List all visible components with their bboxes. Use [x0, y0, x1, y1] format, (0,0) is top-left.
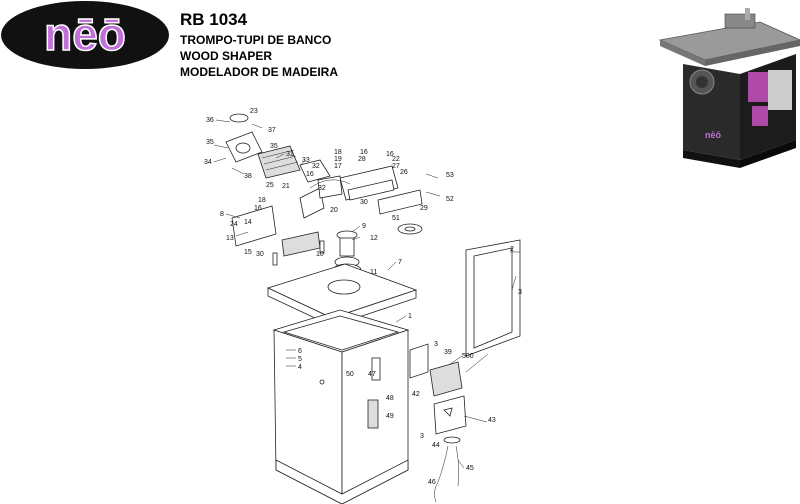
neo-logo: nēō: [0, 0, 170, 70]
callout-14: 14: [244, 219, 252, 226]
callout-35: 35: [206, 139, 214, 146]
callout-34: 34: [204, 159, 212, 166]
callout-9: 9: [362, 223, 366, 230]
callout-15: 15: [244, 249, 252, 256]
callout-37: 37: [268, 127, 276, 134]
cabinet: [272, 309, 410, 504]
callout-27: 27: [392, 163, 400, 170]
callout-16: 16: [306, 171, 314, 178]
callout-50: 50: [346, 371, 354, 378]
title-english: WOOD SHAPER: [180, 49, 273, 63]
callout-18: 18: [334, 149, 342, 156]
callout-31: 31: [286, 151, 294, 158]
part-callouts: 23 36 37 35 35 34 38 31 33 32 21 16 32 2…: [204, 108, 522, 486]
callout-32: 32: [318, 185, 326, 192]
callout-47: 47: [368, 371, 376, 378]
callout-8: 8: [220, 211, 224, 218]
callout-38: 38: [244, 173, 252, 180]
callout-500: 500: [462, 353, 474, 360]
callout-4: 4: [298, 364, 302, 371]
callout-18: 18: [258, 197, 266, 204]
callout-22: 22: [392, 156, 400, 163]
title-portuguese: TROMPO-TUPI DE BANCO: [180, 33, 332, 47]
callout-39: 39: [444, 349, 452, 356]
callout-3: 3: [420, 433, 424, 440]
title-spanish: MODELADOR DE MADEIRA: [180, 65, 338, 79]
callout-11: 11: [370, 269, 377, 276]
guard-assembly: [225, 113, 423, 277]
callout-24: 24: [230, 221, 238, 228]
callout-20: 20: [330, 207, 338, 214]
callout-17: 17: [334, 163, 342, 170]
callout-6: 6: [298, 348, 302, 355]
callout-5: 5: [298, 356, 302, 363]
callout-26: 26: [400, 169, 408, 176]
callout-53: 53: [446, 172, 454, 179]
callout-52: 52: [446, 196, 454, 203]
callout-29: 29: [420, 205, 428, 212]
callout-32: 32: [312, 163, 320, 170]
callout-30: 30: [360, 199, 368, 206]
callout-33: 33: [302, 157, 310, 164]
leader-lines: [213, 119, 520, 469]
callout-12: 12: [370, 235, 378, 242]
callout-49: 49: [386, 413, 394, 420]
callout-3: 3: [518, 289, 522, 296]
side-guard-panel: [465, 239, 521, 357]
callout-36: 36: [206, 117, 214, 124]
callout-16: 16: [360, 149, 368, 156]
callout-42: 42: [412, 391, 420, 398]
callout-19: 19: [334, 156, 342, 163]
callout-16: 16: [254, 205, 262, 212]
callout-30: 30: [256, 251, 264, 258]
callout-23: 23: [250, 108, 258, 115]
callout-2: 2: [510, 246, 514, 253]
callout-51: 51: [392, 215, 400, 222]
callout-45: 45: [466, 465, 474, 472]
callout-43: 43: [488, 417, 496, 424]
callout-28: 28: [358, 156, 366, 163]
callout-44: 44: [432, 442, 440, 449]
motor: [409, 343, 467, 503]
callout-3: 3: [434, 341, 438, 348]
callout-16: 16: [386, 151, 394, 158]
callout-1: 1: [408, 313, 412, 320]
model-number: RB 1034: [180, 10, 248, 29]
callout-21: 21: [282, 183, 290, 190]
callout-25: 25: [266, 182, 274, 189]
callout-13: 13: [226, 235, 234, 242]
callout-35: 35: [270, 143, 278, 150]
callout-46: 46: [428, 479, 436, 486]
callout-10: 10: [316, 251, 324, 258]
logo-text: nēō: [44, 8, 126, 60]
callout-7: 7: [398, 259, 402, 266]
callout-48: 48: [386, 395, 394, 402]
